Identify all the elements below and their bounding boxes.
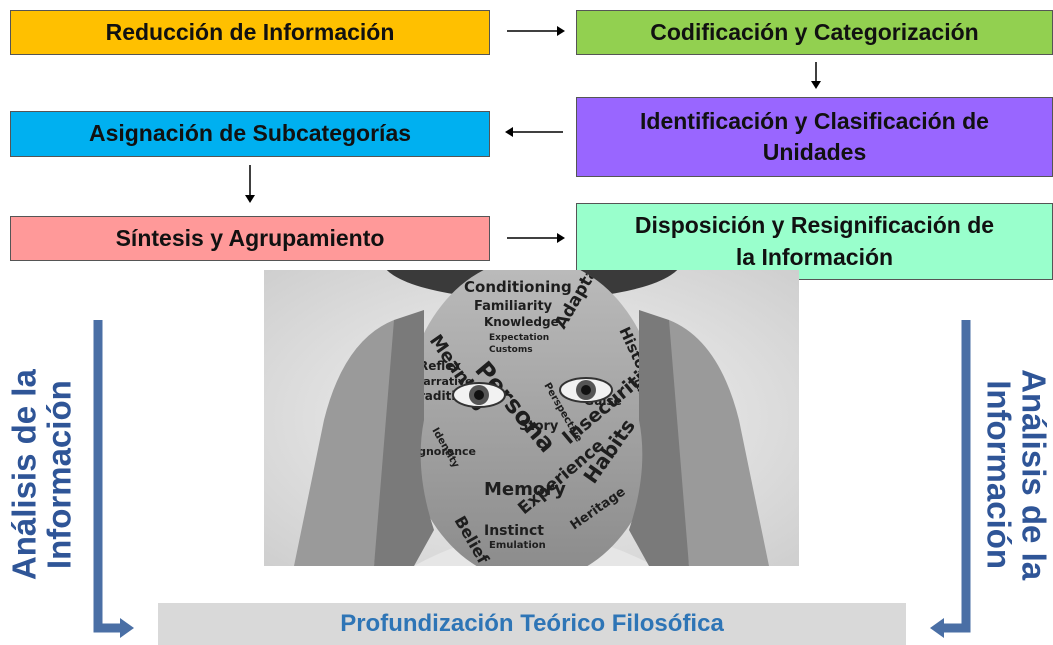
- step-identificacion-line2: Unidades: [762, 139, 867, 165]
- face-word: Story: [519, 419, 559, 434]
- footer-label: Profundización Teórico Filosófica: [340, 610, 724, 637]
- face-word: Knowledge: [484, 315, 559, 329]
- step-sintesis-label: Síntesis y Agrupamiento: [115, 224, 385, 251]
- step-disposicion-line2: la Información: [735, 243, 894, 270]
- face-word: Conditioning: [464, 278, 572, 296]
- right-side-label-line2: Información: [981, 380, 1018, 570]
- face-word: Familiarity: [474, 299, 553, 314]
- arrow-right-2: [507, 233, 565, 243]
- arrow-left-1: [505, 127, 563, 137]
- right-side-label: Análisis de la Información: [981, 345, 1053, 605]
- face-word: Memory: [484, 479, 566, 500]
- face-word: Reflex: [419, 359, 461, 373]
- left-side-label-line1: Análisis de la: [5, 369, 43, 581]
- right-side-label-line1: Análisis de la: [1015, 369, 1053, 581]
- left-side-label: Análisis de la Información: [5, 345, 77, 605]
- step-reduccion-label: Reducción de Información: [105, 18, 395, 45]
- step-identificacion: Identificación y Clasificación de Unidad…: [576, 97, 1053, 177]
- face-word: Narrative: [414, 375, 473, 388]
- arrow-down-2: [245, 165, 255, 203]
- face-word: Instinct: [484, 523, 544, 539]
- left-bend-arrow: [93, 320, 134, 638]
- face-word: Ignorance: [414, 445, 476, 458]
- step-sintesis: Síntesis y Agrupamiento: [10, 216, 490, 261]
- step-codificacion: Codificación y Categorización: [576, 10, 1053, 55]
- arrow-right-1: [507, 26, 565, 36]
- step-asignacion: Asignación de Subcategorías: [10, 111, 490, 157]
- step-identificacion-line1: Identificación y Clasificación de: [640, 107, 989, 134]
- step-codificacion-label: Codificación y Categorización: [650, 18, 979, 45]
- face-word: Emulation: [489, 540, 546, 551]
- step-asignacion-label: Asignación de Subcategorías: [88, 120, 412, 147]
- face-word: Customs: [489, 345, 533, 355]
- left-side-label-line2: Información: [40, 380, 77, 570]
- arrow-down-1: [811, 62, 821, 89]
- step-reduccion: Reducción de Información: [10, 10, 490, 55]
- footer-bar: Profundización Teórico Filosófica: [158, 603, 906, 645]
- right-bend-arrow: [930, 320, 971, 638]
- step-disposicion: Disposición y Resignificación de la Info…: [576, 203, 1053, 280]
- face-word: Expectation: [489, 333, 549, 343]
- step-disposicion-line1: Disposición y Resignificación de: [634, 212, 995, 239]
